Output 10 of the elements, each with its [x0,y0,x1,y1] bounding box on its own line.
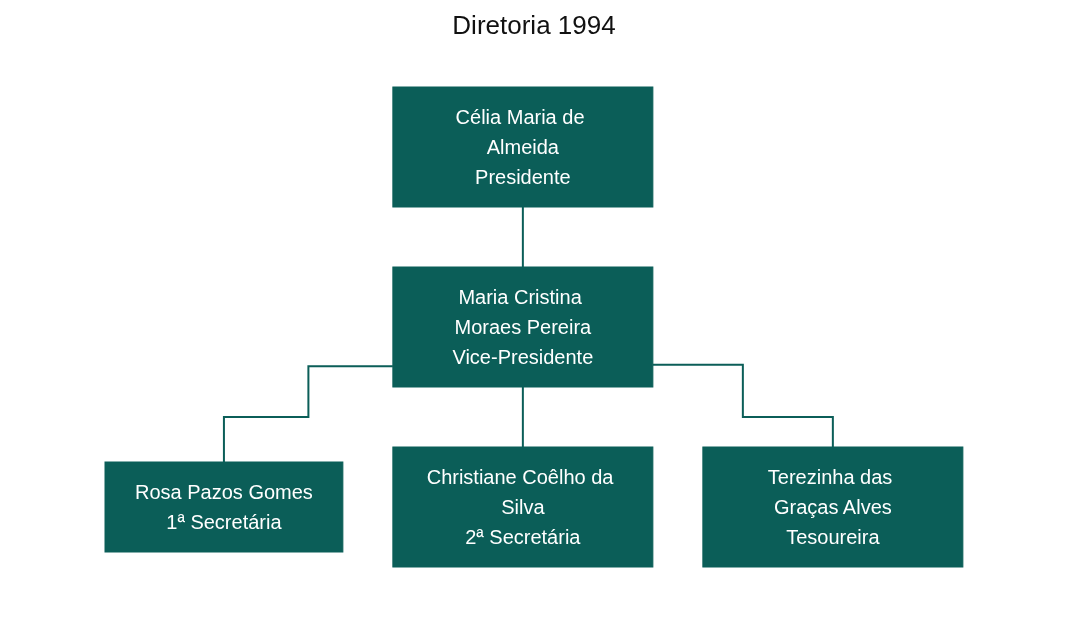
connector [223,365,394,463]
node-box: Terezinha das Graças Alves Tesoureira [702,446,964,568]
node-box: Célia Maria de Almeida Presidente [392,86,654,208]
node-box: Christiane Coêlho da Silva 2ª Secretária [392,446,654,568]
node-box: Maria Cristina Moraes Pereira Vice-Presidente [392,266,654,388]
node-box: Rosa Pazos Gomes 1ª Secretária [104,461,344,553]
diagram-title: Diretoria 1994 [451,10,617,41]
connector [521,386,524,448]
connector [651,363,834,448]
connector [521,206,524,268]
